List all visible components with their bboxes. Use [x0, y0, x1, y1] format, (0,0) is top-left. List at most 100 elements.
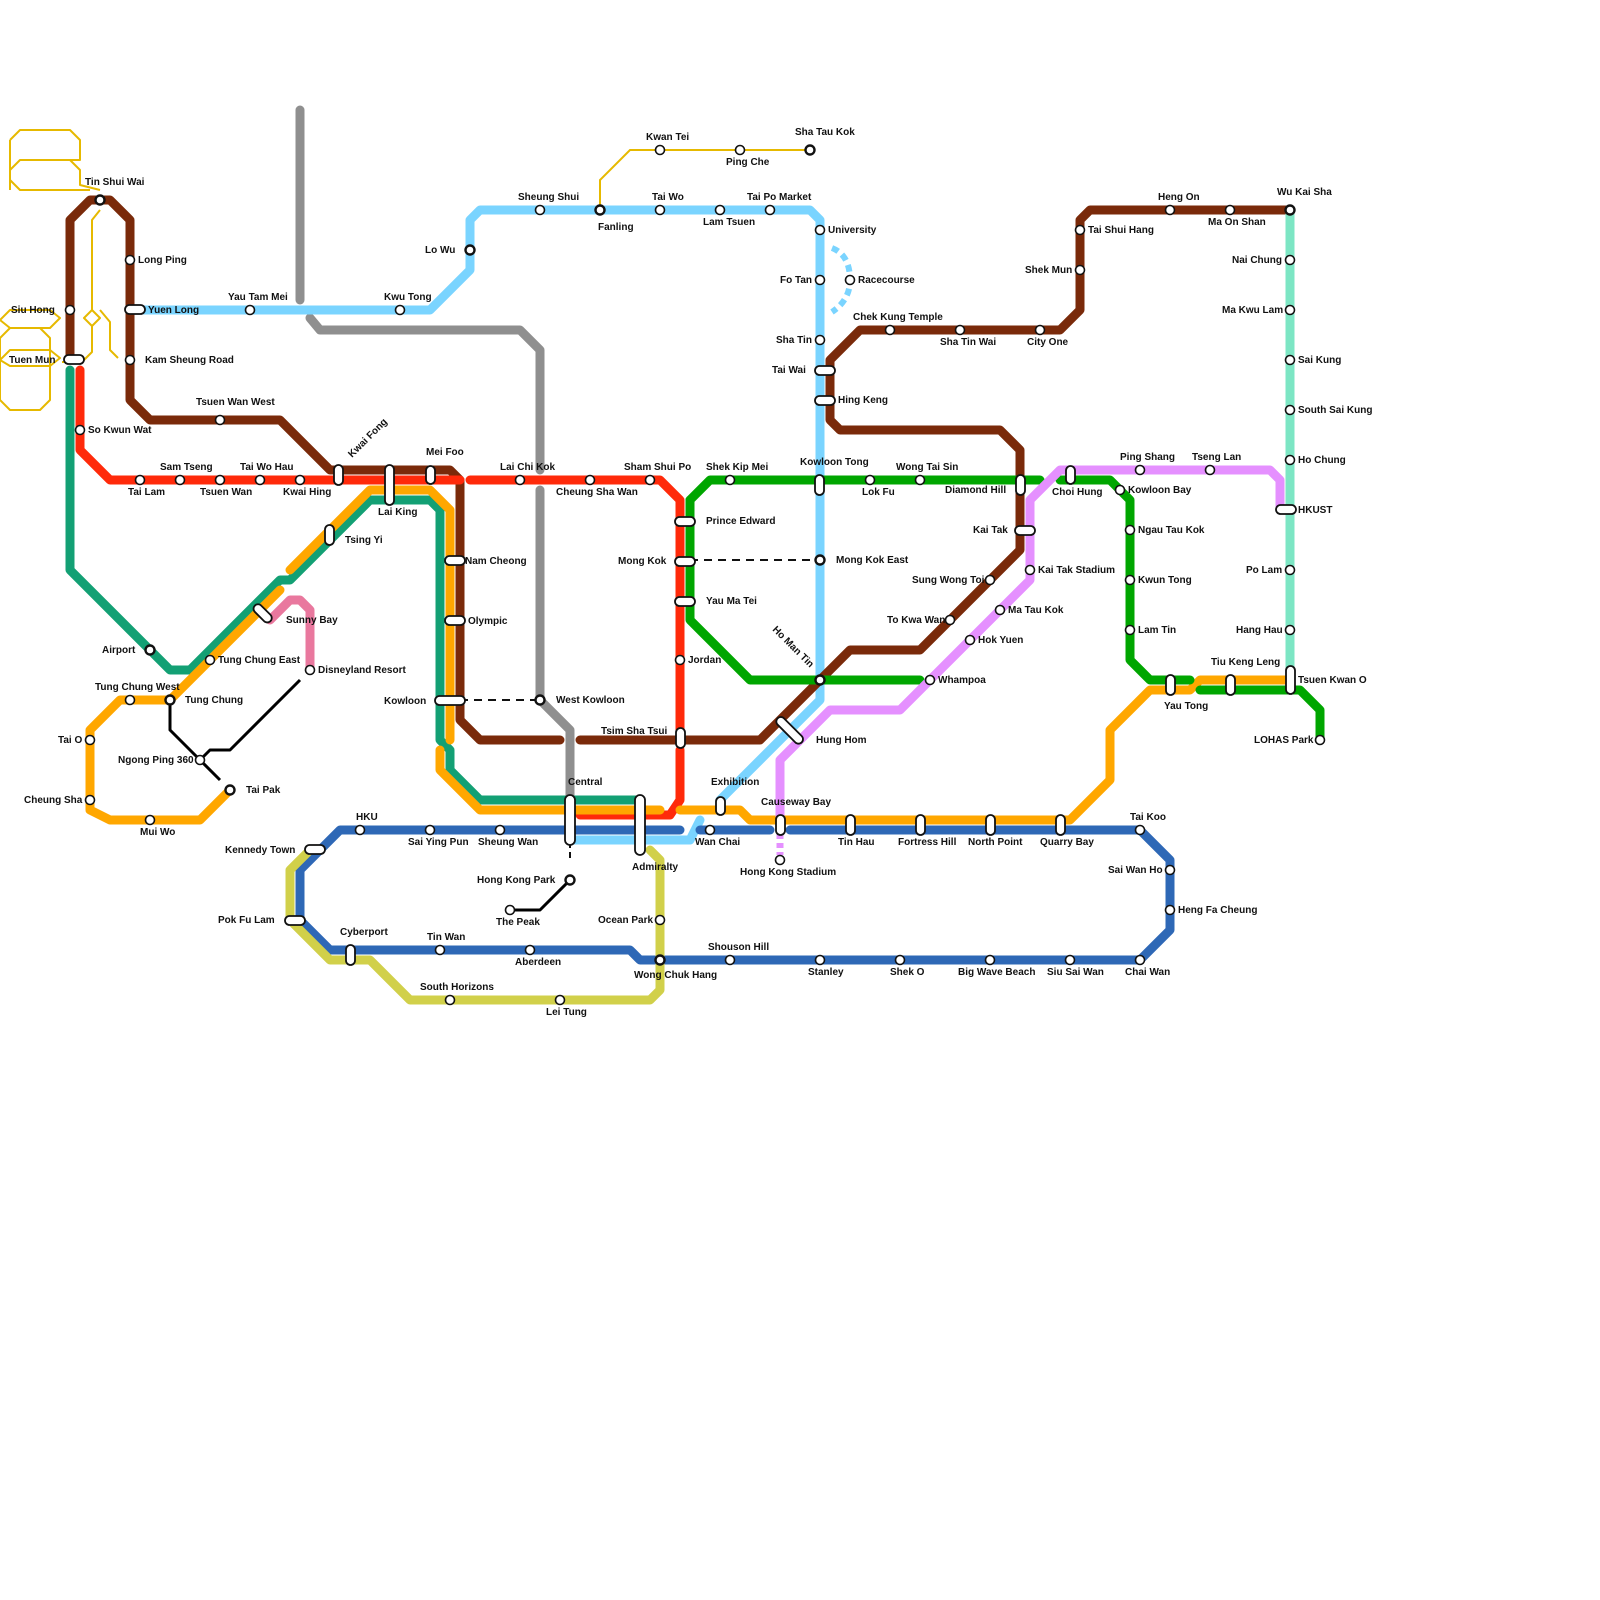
station-marker-sunny-bay[interactable]	[252, 602, 274, 624]
station-marker-admiralty[interactable]	[634, 794, 646, 856]
station-marker-west-kowloon[interactable]	[534, 694, 546, 706]
station-marker-shek-mun[interactable]	[1074, 264, 1086, 276]
station-marker-kowloon-tong[interactable]	[814, 474, 825, 496]
station-marker-disneyland-resort[interactable]	[304, 664, 316, 676]
station-marker-hung-hom[interactable]	[774, 715, 804, 745]
station-marker-tai-koo[interactable]	[1134, 824, 1146, 836]
station-marker-lok-fu[interactable]	[864, 474, 876, 486]
station-marker-cyberport[interactable]	[345, 944, 356, 966]
station-marker-kwun-tong[interactable]	[1124, 574, 1136, 586]
station-marker-yau-tam-mei[interactable]	[244, 304, 256, 316]
station-marker-tai-wai[interactable]	[814, 365, 836, 376]
station-marker-siu-sai-wan[interactable]	[1064, 954, 1076, 966]
station-marker-tsim-sha-tsui[interactable]	[675, 727, 686, 749]
station-marker-tai-wo-hau[interactable]	[254, 474, 266, 486]
station-marker-south-horizons[interactable]	[444, 994, 456, 1006]
station-marker-lam-tsuen[interactable]	[714, 204, 726, 216]
station-marker-ocean-park[interactable]	[654, 914, 666, 926]
station-marker-chai-wan[interactable]	[1134, 954, 1146, 966]
station-marker-tin-wan[interactable]	[434, 944, 446, 956]
station-marker-exhibition[interactable]	[715, 796, 726, 816]
station-marker-mei-foo[interactable]	[425, 465, 436, 485]
station-marker-tung-chung[interactable]	[164, 694, 176, 706]
station-marker-lo-wu[interactable]	[464, 244, 476, 256]
station-marker-tai-wo[interactable]	[654, 204, 666, 216]
station-marker-ma-on-shan[interactable]	[1224, 204, 1236, 216]
station-marker-quarry-bay[interactable]	[1055, 814, 1066, 836]
station-marker-tseng-lan[interactable]	[1204, 464, 1216, 476]
station-marker-shek-o[interactable]	[894, 954, 906, 966]
station-marker-heng-on[interactable]	[1164, 204, 1176, 216]
station-marker-fanling[interactable]	[594, 204, 606, 216]
station-marker-kai-tak[interactable]	[1014, 525, 1036, 536]
station-marker-jordan[interactable]	[674, 654, 686, 666]
station-marker-hing-keng[interactable]	[814, 395, 836, 406]
station-marker-siu-hong[interactable]	[64, 304, 76, 316]
station-marker-ngong-ping-360[interactable]	[194, 754, 206, 766]
station-marker-hku[interactable]	[354, 824, 366, 836]
station-marker-city-one[interactable]	[1034, 324, 1046, 336]
station-marker-yau-tong[interactable]	[1165, 674, 1176, 696]
station-marker-wong-chuk-hang[interactable]	[654, 954, 666, 966]
station-marker-sha-tau-kok[interactable]	[804, 144, 816, 156]
station-marker-ping-che[interactable]	[734, 144, 746, 156]
station-marker-prince-edward[interactable]	[674, 516, 696, 527]
station-marker-kwan-tei[interactable]	[654, 144, 666, 156]
station-marker-sha-tin-wai[interactable]	[954, 324, 966, 336]
station-marker-kai-tak-stadium[interactable]	[1024, 564, 1036, 576]
station-marker-sha-tin[interactable]	[814, 334, 826, 346]
station-marker-lai-king[interactable]	[384, 464, 395, 506]
station-marker-mong-kok-east[interactable]	[814, 554, 826, 566]
station-marker-hok-yuen[interactable]	[964, 634, 976, 646]
station-marker-wan-chai[interactable]	[704, 824, 716, 836]
station-marker-tsuen-wan[interactable]	[214, 474, 226, 486]
station-marker-kwai-fong[interactable]	[333, 464, 344, 486]
station-marker-tai-shui-hang[interactable]	[1074, 224, 1086, 236]
station-marker-kowloon-bay[interactable]	[1114, 484, 1126, 496]
station-marker-stanley[interactable]	[814, 954, 826, 966]
station-marker-tai-lam[interactable]	[134, 474, 146, 486]
station-marker-ngau-tau-kok[interactable]	[1124, 524, 1136, 536]
station-marker-ho-man-tin[interactable]	[814, 674, 826, 686]
station-marker-sham-shui-po[interactable]	[644, 474, 656, 486]
station-marker-yuen-long[interactable]	[124, 304, 146, 315]
station-marker-tuen-mun[interactable]	[63, 354, 85, 365]
station-marker-mui-wo[interactable]	[144, 814, 156, 826]
station-marker-airport[interactable]	[144, 644, 156, 656]
station-marker-big-wave-beach[interactable]	[984, 954, 996, 966]
station-marker-aberdeen[interactable]	[524, 944, 536, 956]
station-marker-lei-tung[interactable]	[554, 994, 566, 1006]
station-marker-pok-fu-lam[interactable]	[284, 915, 306, 926]
station-marker-fortress-hill[interactable]	[915, 814, 926, 836]
station-marker-tai-po-market[interactable]	[764, 204, 776, 216]
station-marker-tai-pak[interactable]	[224, 784, 236, 796]
station-marker-cheung-sha[interactable]	[84, 794, 96, 806]
station-marker-tsing-yi[interactable]	[324, 524, 335, 546]
station-marker-po-lam[interactable]	[1284, 564, 1296, 576]
station-marker-central[interactable]	[564, 794, 576, 846]
station-marker-wong-tai-sin[interactable]	[914, 474, 926, 486]
station-marker-chek-kung-temple[interactable]	[884, 324, 896, 336]
station-marker-kwu-tong[interactable]	[394, 304, 406, 316]
station-marker-ma-tau-kok[interactable]	[994, 604, 1006, 616]
station-marker-racecourse[interactable]	[844, 274, 856, 286]
station-marker-tin-hau[interactable]	[845, 814, 856, 836]
station-marker-tai-o[interactable]	[84, 734, 96, 746]
station-marker-cheung-sha-wan[interactable]	[584, 474, 596, 486]
station-marker-sam-tseng[interactable]	[174, 474, 186, 486]
station-marker-tsuen-kwan-o[interactable]	[1285, 665, 1296, 695]
station-marker-hang-hau[interactable]	[1284, 624, 1296, 636]
station-marker-kam-sheung-road[interactable]	[124, 354, 136, 366]
station-marker-north-point[interactable]	[985, 814, 996, 836]
station-marker-tung-chung-east[interactable]	[204, 654, 216, 666]
station-marker-ma-kwu-lam[interactable]	[1284, 304, 1296, 316]
station-marker-lai-chi-kok[interactable]	[514, 474, 526, 486]
station-marker-sheung-wan[interactable]	[494, 824, 506, 836]
station-marker-wu-kai-sha[interactable]	[1284, 204, 1296, 216]
station-marker-shouson-hill[interactable]	[724, 954, 736, 966]
station-marker-sai-ying-pun[interactable]	[424, 824, 436, 836]
station-marker-university[interactable]	[814, 224, 826, 236]
station-marker-tiu-keng-leng[interactable]	[1225, 674, 1236, 696]
station-marker-nam-cheong[interactable]	[444, 555, 466, 566]
station-marker-kowloon[interactable]	[434, 695, 466, 706]
